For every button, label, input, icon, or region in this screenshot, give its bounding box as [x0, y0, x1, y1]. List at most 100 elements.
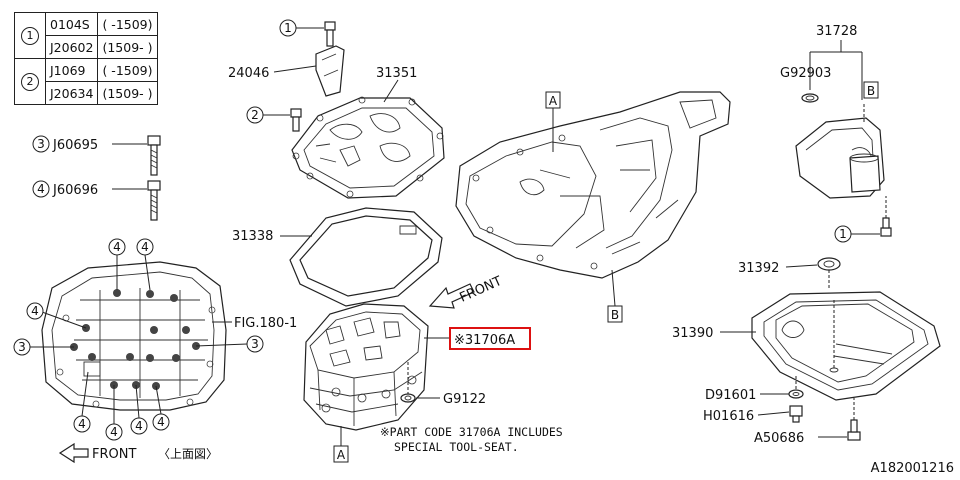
gasket-31338 [289, 207, 443, 307]
topview-callout-4a[interactable]: 4 [108, 238, 126, 290]
callout-d91601[interactable]: D91601 [705, 388, 789, 403]
callout-g9122[interactable]: G9122 [416, 392, 486, 407]
callout-g92903[interactable]: G92903 [780, 66, 831, 81]
svg-text:B: B [867, 84, 875, 98]
legend-part: J1069 [44, 58, 99, 82]
callout-a50686[interactable]: A50686 [754, 431, 847, 446]
svg-text:J60696: J60696 [52, 183, 98, 198]
svg-text:※31706A: ※31706A [454, 333, 515, 348]
svg-text:FRONT: FRONT [458, 274, 505, 306]
oring-g92903 [801, 93, 819, 103]
callout-31351[interactable]: 31351 [376, 66, 417, 103]
bolt-3-callout[interactable]: 3 J60695 [32, 135, 161, 176]
svg-text:G92903: G92903 [780, 66, 831, 81]
washer-d91601 [788, 376, 804, 399]
callout-31728[interactable]: 31728 [809, 24, 863, 100]
svg-text:3: 3 [251, 337, 259, 351]
bolt-icon [324, 21, 336, 47]
svg-text:4: 4 [113, 240, 121, 254]
svg-text:A: A [549, 94, 558, 108]
callout-31338[interactable]: 31338 [232, 229, 312, 244]
legend-table: 1 0104S ( -1509) J20602 (1509- ) 2 J1069… [14, 12, 158, 105]
legend-range: ( -1509) [97, 58, 158, 82]
svg-text:31392: 31392 [738, 261, 779, 276]
valve-body-31706a [303, 303, 429, 431]
front-arrow: FRONT 〈上面図〉 [58, 442, 218, 464]
legend-ref-1: 1 [14, 12, 46, 59]
callout-1-filter[interactable]: 1 [834, 225, 880, 243]
callout-31706a[interactable]: ※31706A [424, 327, 531, 350]
topview-callout-3b[interactable]: 3 [195, 335, 264, 353]
ref-b-filter[interactable]: B [863, 81, 879, 99]
svg-text:31390: 31390 [672, 326, 713, 341]
bolt-icon [880, 196, 892, 237]
svg-text:H01616: H01616 [703, 409, 754, 424]
svg-text:2: 2 [251, 108, 259, 122]
highlight-box [449, 327, 531, 350]
svg-text:1: 1 [839, 227, 847, 241]
svg-text:4: 4 [141, 240, 149, 254]
svg-text:G9122: G9122 [443, 392, 486, 407]
svg-text:J60695: J60695 [52, 138, 98, 153]
callout-31390[interactable]: 31390 [672, 326, 756, 341]
valve-cover-31351 [291, 96, 445, 199]
transmission-housing [455, 91, 731, 279]
topview-callout-4e[interactable]: 4 [105, 385, 123, 441]
legend-part: 0104S [44, 12, 99, 36]
topview-callout-4f[interactable]: 4 [130, 384, 148, 435]
ref-a-transmission[interactable]: A [545, 91, 561, 152]
callout-h01616[interactable]: H01616 [703, 409, 790, 424]
svg-text:4: 4 [37, 182, 45, 196]
svg-text:A: A [337, 448, 346, 462]
svg-text:4: 4 [110, 425, 118, 439]
fig-reference[interactable]: FIG.180-1 [212, 316, 297, 331]
topview-callout-4d[interactable]: 4 [73, 371, 91, 433]
ring-31392 [817, 257, 841, 290]
legend-row: 1 0104S ( -1509) [14, 12, 158, 59]
bolt-icon [290, 108, 302, 132]
legend-row: J20602 (1509- ) [15, 35, 158, 59]
callout-2[interactable]: 2 [246, 106, 290, 124]
valve-body-top-view [41, 261, 227, 411]
legend-part: J20634 [44, 81, 99, 105]
seal-g9122 [400, 393, 416, 403]
svg-text:〈上面図〉: 〈上面図〉 [158, 447, 218, 461]
svg-text:4: 4 [157, 415, 165, 429]
bolt-icon [147, 180, 161, 221]
callout-24046[interactable]: 24046 [228, 65, 317, 81]
svg-text:3: 3 [37, 137, 45, 151]
svg-text:B: B [611, 308, 619, 322]
svg-text:A50686: A50686 [754, 431, 804, 446]
bolt-4-callout[interactable]: 4 J60696 [32, 180, 161, 221]
bolt-a50686 [847, 398, 861, 441]
part-note: ※PART CODE 31706A INCLUDES SPECIAL TOOL-… [380, 425, 563, 454]
svg-text:D91601: D91601 [705, 388, 756, 403]
topview-callout-4g[interactable]: 4 [152, 385, 170, 431]
diagram-id: A182001216 [871, 461, 954, 476]
bracket-24046 [315, 45, 345, 97]
callout-31392[interactable]: 31392 [738, 261, 818, 276]
svg-text:31351: 31351 [376, 66, 417, 81]
topview-callout-4c[interactable]: 4 [26, 302, 87, 329]
ref-a-valve-body[interactable]: A [333, 426, 349, 463]
topview-callout-3a[interactable]: 3 [13, 338, 74, 356]
svg-text:1: 1 [284, 21, 292, 35]
ref-b-transmission[interactable]: B [607, 269, 623, 323]
svg-text:FIG.180-1: FIG.180-1 [234, 316, 297, 331]
legend-row: J20634 (1509- ) [15, 81, 158, 105]
svg-text:SPECIAL TOOL-SEAT.: SPECIAL TOOL-SEAT. [394, 440, 519, 454]
callout-1-top[interactable]: 1 [279, 19, 324, 37]
svg-text:FRONT: FRONT [92, 447, 136, 462]
legend-part: J20602 [44, 35, 99, 59]
drain-plug-h01616 [789, 405, 803, 423]
topview-callout-4b[interactable]: 4 [136, 238, 154, 291]
svg-text:3: 3 [18, 340, 26, 354]
bolt-icon [147, 135, 161, 176]
svg-text:4: 4 [31, 304, 39, 318]
svg-text:31338: 31338 [232, 229, 273, 244]
front-arrow-transmission: FRONT [428, 274, 505, 309]
svg-text:31728: 31728 [816, 24, 857, 39]
svg-text:※PART CODE 31706A INCLUDES: ※PART CODE 31706A INCLUDES [380, 425, 563, 439]
legend-range: (1509- ) [97, 35, 158, 59]
